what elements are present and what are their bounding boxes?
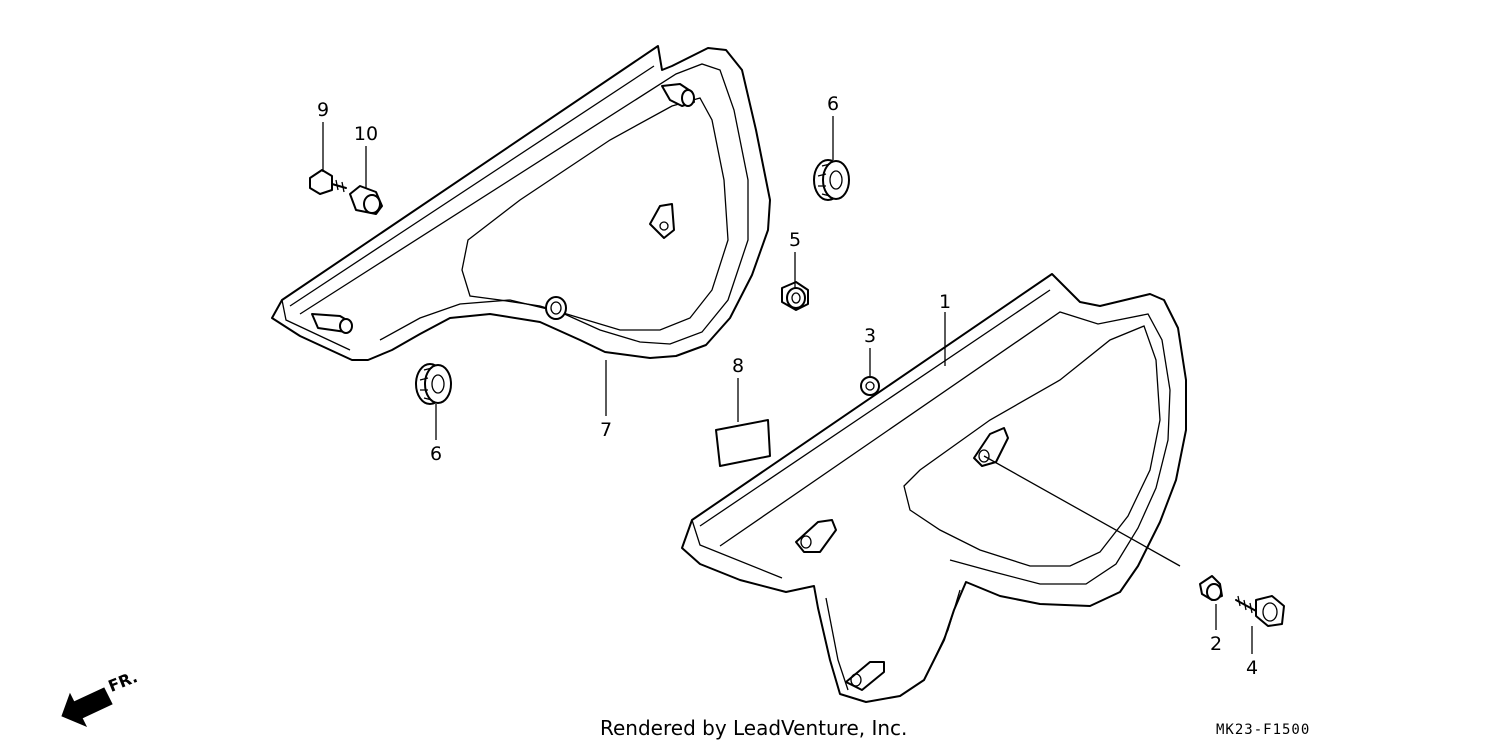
callout-6-upper: 6 bbox=[827, 93, 839, 115]
part-10-collar[interactable] bbox=[349, 185, 383, 215]
mounting-peg-bottom bbox=[311, 313, 353, 334]
mount-slot-right bbox=[973, 427, 1009, 467]
callout-1: 1 bbox=[939, 291, 951, 313]
mounting-tab bbox=[649, 203, 675, 239]
callout-10: 10 bbox=[354, 123, 378, 145]
callout-7: 7 bbox=[600, 419, 612, 441]
part-7-left-side-cover[interactable] bbox=[271, 45, 771, 361]
callout-2: 2 bbox=[1210, 633, 1222, 655]
part-6-grommet-lower[interactable] bbox=[415, 363, 452, 405]
grommet-hole bbox=[545, 296, 567, 320]
part-1-right-side-cover[interactable] bbox=[681, 273, 1187, 703]
part-6-grommet-upper[interactable] bbox=[813, 159, 850, 201]
diagram-code: MK23-F1500 bbox=[1216, 722, 1311, 738]
part-8-label[interactable] bbox=[715, 419, 771, 467]
mount-slot-left bbox=[795, 519, 837, 553]
callout-5: 5 bbox=[789, 229, 801, 251]
part-3-washer[interactable] bbox=[860, 376, 880, 396]
callout-3: 3 bbox=[864, 325, 876, 347]
part-5-grommet[interactable] bbox=[781, 281, 809, 311]
leader-line-hole-to-screw bbox=[983, 455, 1181, 567]
front-direction-arrow-icon bbox=[61, 687, 113, 727]
footer-credit: Rendered by LeadVenture, Inc. bbox=[600, 716, 908, 740]
callout-6-lower: 6 bbox=[430, 443, 442, 465]
callout-4: 4 bbox=[1246, 657, 1258, 679]
part-9-bolt[interactable] bbox=[309, 169, 347, 195]
mount-slot-bottom bbox=[845, 661, 885, 691]
mounting-peg-top bbox=[661, 83, 695, 107]
callout-8: 8 bbox=[732, 355, 744, 377]
callout-leaders bbox=[322, 116, 1253, 654]
part-4-screw[interactable] bbox=[1235, 595, 1285, 627]
part-2-collar[interactable] bbox=[1199, 575, 1223, 601]
callout-9: 9 bbox=[317, 99, 329, 121]
